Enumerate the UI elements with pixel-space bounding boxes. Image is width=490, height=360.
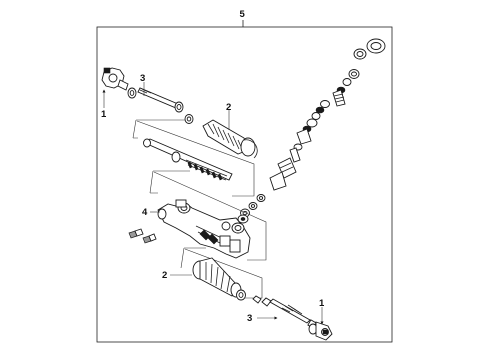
inner-tie-rod-lower [252,295,317,329]
callout-gear-housing: 4 [142,207,148,218]
rack-box [132,119,255,197]
tie-rod-end-upper [101,67,129,91]
callout-assembly: 5 [240,9,246,20]
pinion-seals [240,194,266,218]
fitting-screws [128,228,157,244]
callout-inner-tie-rod-lower: 3 [247,313,252,324]
callout-boot-lower: 2 [162,270,167,281]
assembly-frame [96,20,393,343]
callout-tie-rod-end-upper: 1 [101,109,107,120]
jam-nut-upper [127,87,137,99]
callout-tie-rod-end-lower: 1 [319,298,325,309]
tie-rod-end-lower [308,321,333,341]
boot-lower [192,257,246,301]
housing-box [149,170,267,261]
pinion-stack [269,38,386,191]
callout-boot-upper: 2 [226,102,231,113]
boot-box-lower [180,247,263,299]
boot-upper [202,119,258,159]
gear-housing [157,199,251,259]
rack-bar [143,138,233,181]
inner-tie-rod-upper [137,87,184,113]
callout-inner-tie-rod-upper: 3 [140,73,145,84]
boot-nut-upper [184,114,194,124]
